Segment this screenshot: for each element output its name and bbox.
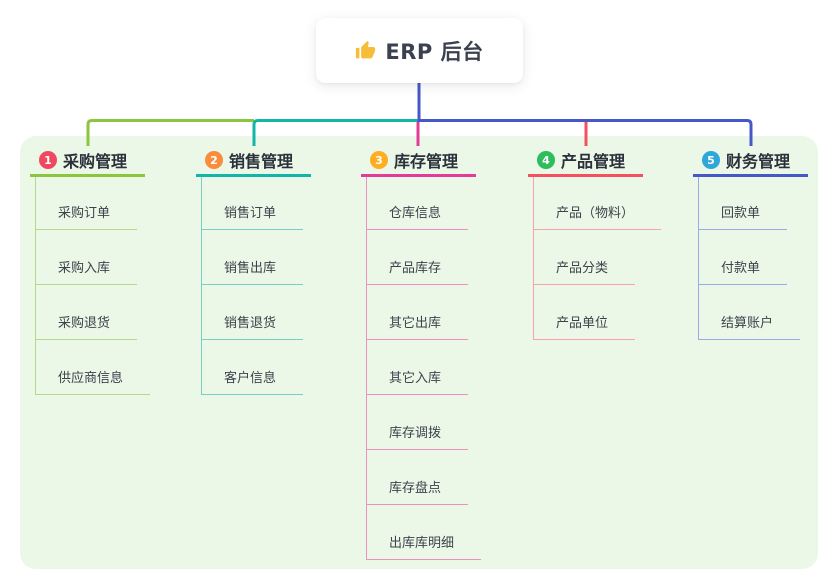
branch-item[interactable]: 回款单 [699, 177, 788, 230]
branch-item[interactable]: 出库库明细 [367, 505, 482, 560]
branch-item[interactable]: 采购订单 [36, 177, 138, 230]
branch-3: 3 库存管理仓库信息产品库存其它出库其它入库库存调拨库存盘点出库库明细 [361, 146, 482, 560]
branch-header[interactable]: 3 库存管理 [361, 146, 476, 177]
branch-items: 仓库信息产品库存其它出库其它入库库存调拨库存盘点出库库明细 [366, 177, 482, 560]
branch-items: 产品（物料）产品分类产品单位 [533, 177, 662, 340]
branch-items: 采购订单采购入库采购退货供应商信息 [35, 177, 151, 395]
branch-number-badge: 5 [702, 151, 720, 169]
branch-5: 5 财务管理回款单付款单结算账户 [693, 146, 808, 340]
branch-item[interactable]: 其它入库 [367, 340, 469, 395]
branch-header[interactable]: 1 采购管理 [30, 146, 145, 177]
branch-header[interactable]: 4 产品管理 [528, 146, 643, 177]
branch-item[interactable]: 产品单位 [534, 285, 636, 340]
branch-item[interactable]: 仓库信息 [367, 177, 469, 230]
branch-item[interactable]: 产品分类 [534, 230, 636, 285]
branch-label: 财务管理 [726, 152, 791, 171]
branch-2: 2 销售管理销售订单销售出库销售退货客户信息 [196, 146, 311, 395]
branch-label: 销售管理 [229, 152, 294, 171]
thumbs-up-icon [355, 40, 376, 61]
branch-item[interactable]: 库存盘点 [367, 450, 469, 505]
branch-number-badge: 2 [205, 151, 223, 169]
branch-item[interactable]: 销售退货 [202, 285, 304, 340]
branch-items: 回款单付款单结算账户 [698, 177, 808, 340]
branch-item[interactable]: 采购入库 [36, 230, 138, 285]
branch-number-badge: 4 [537, 151, 555, 169]
branch-header[interactable]: 5 财务管理 [693, 146, 808, 177]
branch-label: 采购管理 [63, 152, 128, 171]
branch-item[interactable]: 产品（物料） [534, 177, 662, 230]
root-label: ERP 后台 [385, 39, 484, 64]
branch-item[interactable]: 客户信息 [202, 340, 304, 395]
branch-item[interactable]: 库存调拨 [367, 395, 469, 450]
root-node[interactable]: ERP 后台 [316, 18, 523, 83]
branch-4: 4 产品管理产品（物料）产品分类产品单位 [528, 146, 662, 340]
branch-item[interactable]: 付款单 [699, 230, 788, 285]
branch-number-badge: 3 [370, 151, 388, 169]
branch-number-badge: 1 [39, 151, 57, 169]
branch-item[interactable]: 其它出库 [367, 285, 469, 340]
branch-item[interactable]: 产品库存 [367, 230, 469, 285]
branch-item[interactable]: 采购退货 [36, 285, 138, 340]
branch-header[interactable]: 2 销售管理 [196, 146, 311, 177]
branch-item[interactable]: 销售订单 [202, 177, 304, 230]
branches-panel [20, 136, 818, 569]
branch-1: 1 采购管理采购订单采购入库采购退货供应商信息 [30, 146, 151, 395]
branch-items: 销售订单销售出库销售退货客户信息 [201, 177, 311, 395]
branch-label: 产品管理 [561, 152, 626, 171]
branch-item[interactable]: 供应商信息 [36, 340, 151, 395]
branch-item[interactable]: 销售出库 [202, 230, 304, 285]
branch-label: 库存管理 [394, 152, 459, 171]
branch-item[interactable]: 结算账户 [699, 285, 801, 340]
